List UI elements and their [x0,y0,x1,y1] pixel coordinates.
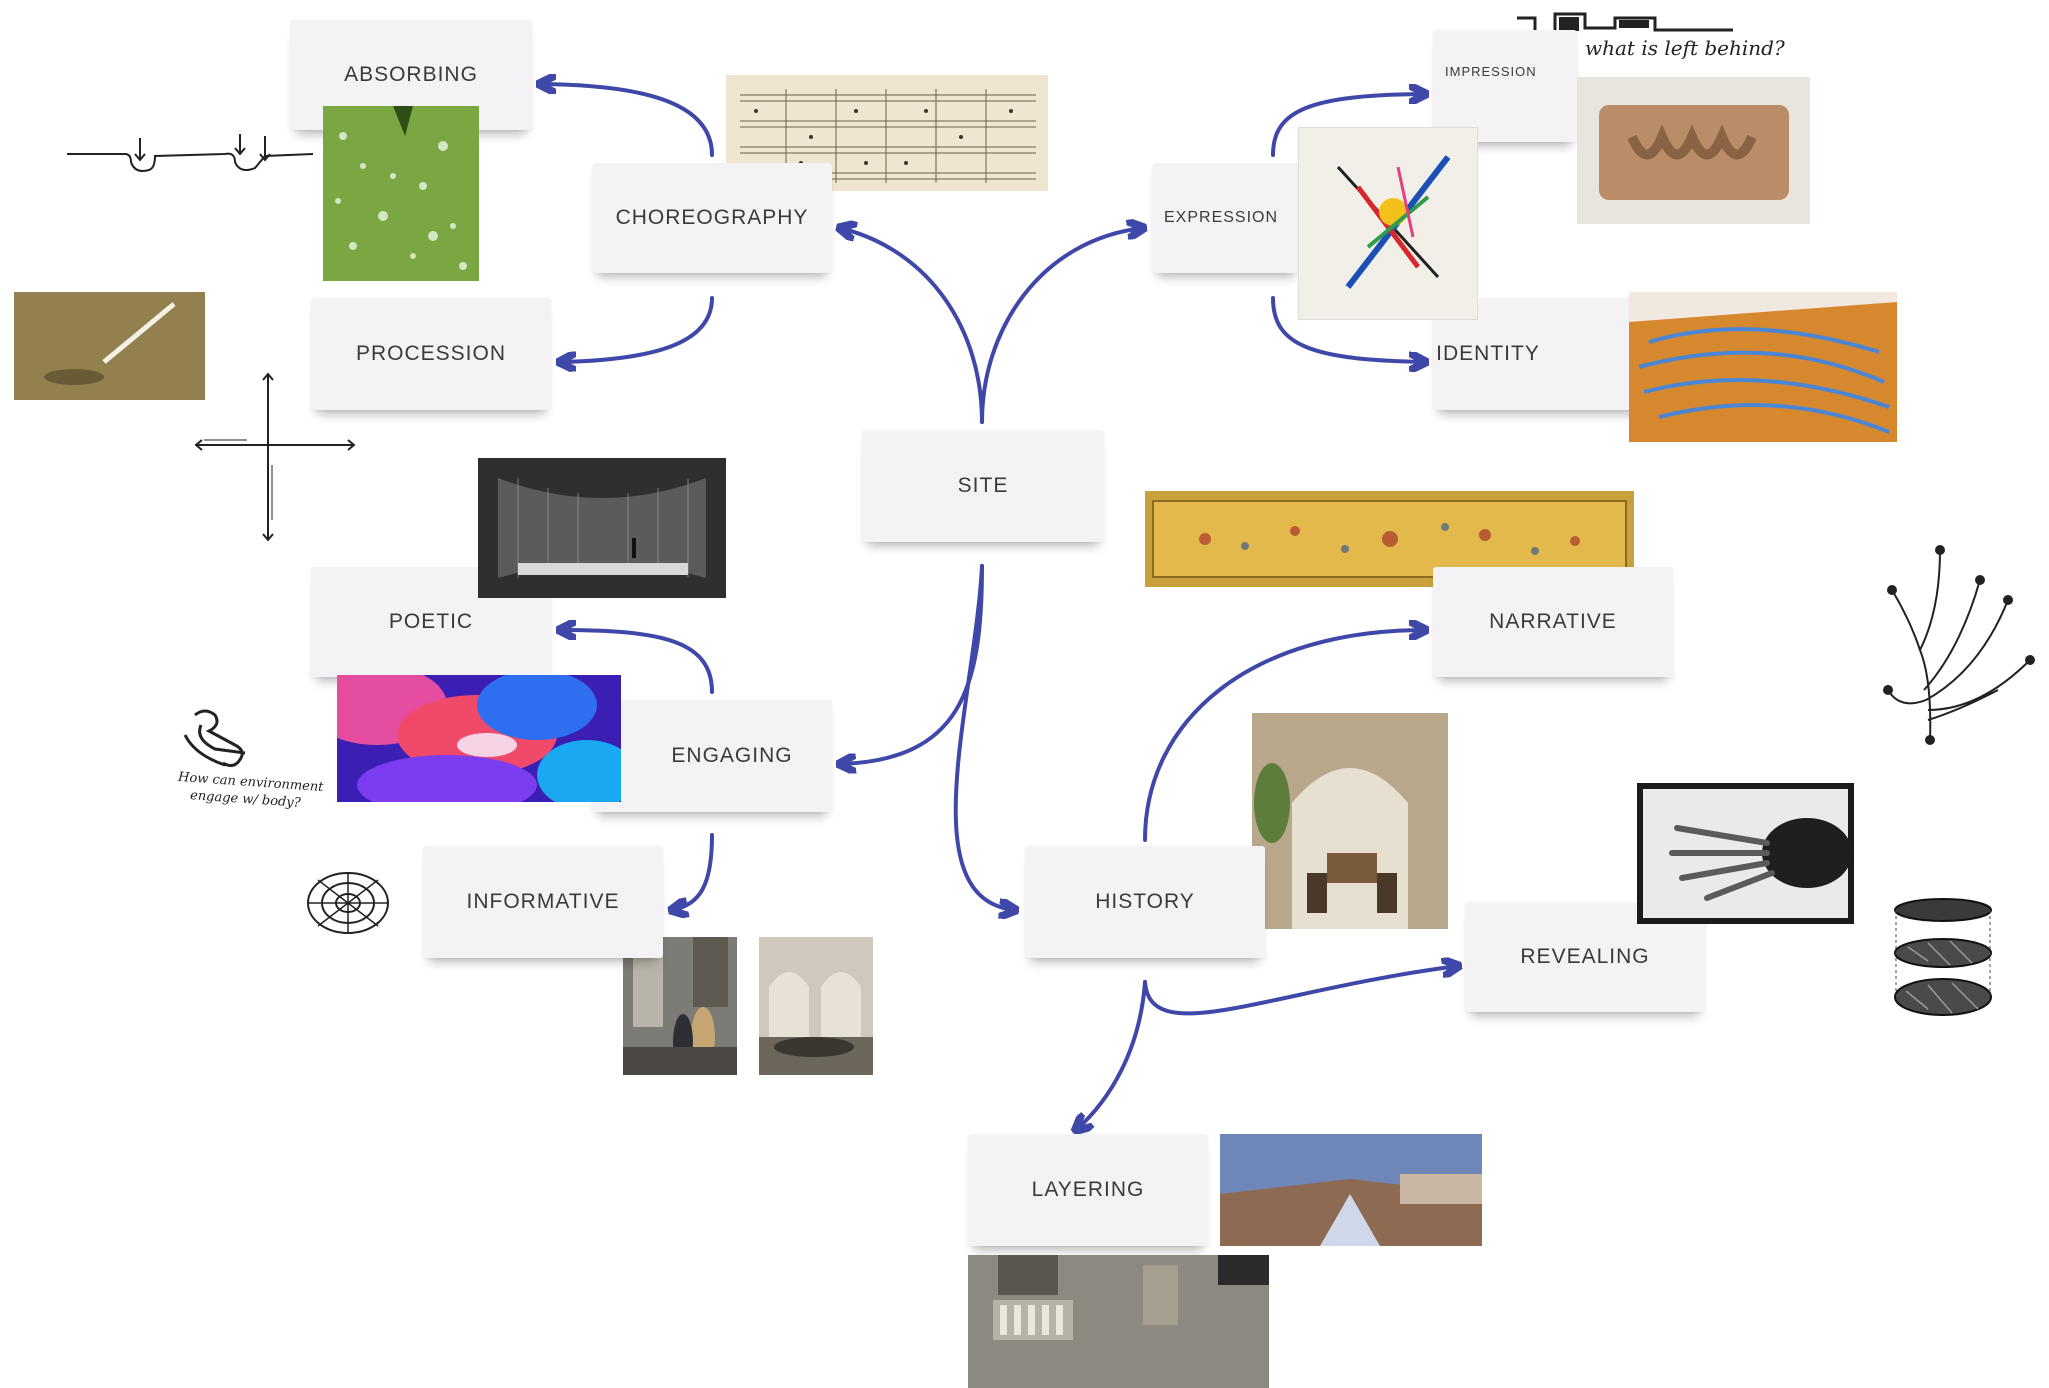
rooftop-dusk-view-image [1220,1134,1482,1246]
node-impression[interactable]: IMPRESSION [1433,30,1577,142]
node-revealing[interactable]: REVEALING [1465,902,1705,1012]
node-revealing-label: REVEALING [1520,945,1650,968]
link-site-expression [980,228,1143,424]
painted-tapestry-scroll-image [1145,491,1634,587]
node-identity[interactable]: IDENTITY [1433,298,1673,410]
absorbing-sketch [67,134,314,172]
node-procession-label: PROCESSION [355,342,507,365]
link-site-history [953,564,1015,910]
node-impression-label: IMPRESSION [1445,63,1537,79]
link-choreography-procession [560,296,714,362]
node-expression-label: EXPRESSION [1164,209,1279,226]
web-sketch [307,872,389,934]
node-narrative-label: NARRATIVE [1489,610,1617,633]
node-choreography-label: CHOREOGRAPHY [615,206,809,229]
left-behind-note: what is left behind? [1585,36,1785,60]
node-informative[interactable]: INFORMATIVE [423,846,663,958]
node-choreography[interactable]: CHOREOGRAPHY [592,163,832,273]
node-narrative[interactable]: NARRATIVE [1433,567,1673,677]
axis-cross-sketch [194,372,356,542]
link-expression-identity [1271,296,1425,362]
node-poetic[interactable]: POETIC [311,567,551,677]
node-engaging-label: ENGAGING [671,744,793,767]
node-identity-label: IDENTITY [1436,342,1540,365]
link-engaging-poetic [560,630,714,694]
layered-discs-sketch [1894,898,1992,1016]
link-choreography-absorbing [540,84,714,157]
link-site-engaging [840,564,984,764]
node-procession[interactable]: PROCESSION [311,298,551,410]
branching-roots-sketch [1883,545,2035,745]
node-site-label: SITE [957,474,1009,497]
water-droplets-leaf-image [323,106,479,281]
aerial-field-path-image [14,292,205,400]
link-history-narrative [1143,630,1425,842]
link-history-revealing [1143,966,1458,1016]
node-history[interactable]: HISTORY [1025,846,1265,958]
museum-interior-visitors-image [623,937,737,1075]
link-expression-impression [1271,94,1425,157]
arched-gallery-interior-image [759,937,873,1075]
link-site-choreography [840,228,984,424]
node-poetic-label: POETIC [388,610,474,633]
node-layering-label: LAYERING [1031,1178,1145,1201]
stone-facade-balcony-image [968,1255,1269,1388]
node-expression[interactable]: EXPRESSION [1152,163,1300,273]
node-informative-label: INFORMATIVE [466,890,620,913]
link-history-layering [1076,980,1147,1130]
node-layering[interactable]: LAYERING [968,1134,1208,1246]
kandinsky-painting-image [1298,127,1478,320]
node-engaging[interactable]: ENGAGING [592,700,832,812]
node-absorbing-label: ABSORBING [344,63,478,86]
node-history-label: HISTORY [1095,890,1195,913]
node-site[interactable]: SITE [862,430,1104,542]
node-absorbing[interactable]: ABSORBING [290,20,532,130]
clay-brick-imprint-image [1577,77,1810,224]
neon-foam-environment-image [337,675,621,802]
italian-villa-interior-image [1252,713,1448,929]
body-figure-sketch [183,709,246,768]
link-engaging-informative [672,833,714,910]
